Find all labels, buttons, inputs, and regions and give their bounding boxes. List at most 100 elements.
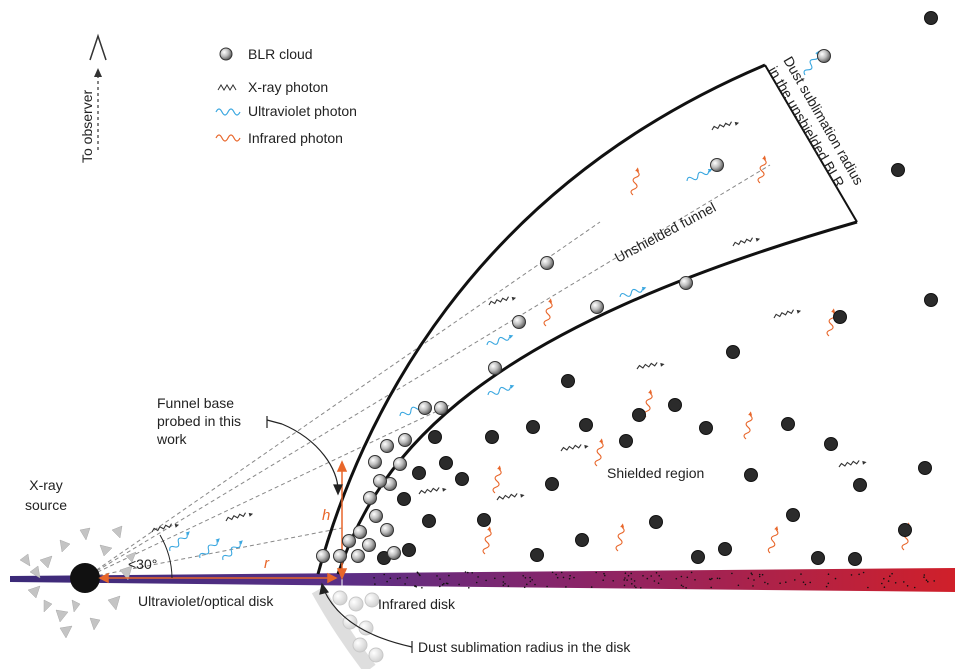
- disk-speck: [785, 581, 787, 583]
- blr-cloud: [353, 525, 367, 539]
- blr-cloud: [781, 417, 795, 431]
- blr-cloud: [726, 345, 740, 359]
- disk-speck: [633, 585, 636, 587]
- disk-speck: [404, 583, 406, 585]
- disk-speck: [441, 583, 444, 586]
- legend-cloud-icon: [219, 47, 233, 61]
- ir-photon: [757, 155, 767, 184]
- disk-speck: [624, 572, 627, 574]
- r-label: r: [264, 555, 270, 572]
- disk-speck: [867, 586, 869, 589]
- disk-speck: [923, 574, 926, 576]
- blr-cloud: [512, 315, 526, 329]
- disk-speck: [716, 577, 719, 580]
- disk-speck: [933, 580, 935, 582]
- disk-speck: [546, 585, 548, 588]
- angle-label: <30°: [128, 556, 157, 572]
- uv-photon: [619, 286, 647, 298]
- disk-speck: [794, 579, 796, 581]
- blr-cloud: [545, 477, 559, 491]
- legend-ir-icon: [215, 134, 241, 142]
- disk-speck: [568, 577, 571, 580]
- xray-photon: [151, 523, 180, 533]
- xray-photon: [560, 444, 589, 452]
- disk-speck: [889, 575, 891, 577]
- disk-speck: [883, 586, 886, 588]
- blr-cloud: [393, 457, 407, 471]
- dust-disk-pointer: [319, 582, 413, 653]
- blr-cloud: [898, 523, 912, 537]
- disk-speck: [709, 578, 712, 581]
- disk-speck: [650, 575, 652, 577]
- xray-source-label-line1: X-ray: [29, 477, 62, 493]
- blr-cloud: [891, 163, 905, 177]
- disk-speck: [560, 571, 563, 574]
- disk-speck: [690, 571, 693, 574]
- blr-cloud: [368, 455, 382, 469]
- xray-photon: [838, 460, 867, 468]
- blr-cloud: [590, 300, 604, 314]
- blr-cloud: [649, 515, 663, 529]
- disk-speck: [747, 577, 750, 580]
- legend-blr-cloud: BLR cloud: [248, 46, 313, 62]
- xray-photon: [636, 362, 665, 370]
- to-observer-label: To observer: [79, 90, 95, 163]
- disk-speck: [627, 574, 630, 577]
- disk-speck: [858, 573, 860, 576]
- disk-speck: [752, 585, 754, 587]
- legend-xray-icon: [217, 84, 237, 91]
- xray-photon: [732, 237, 761, 247]
- disk-speck: [623, 584, 626, 587]
- disk-speck: [421, 587, 423, 589]
- disk-speck: [694, 579, 696, 581]
- xray-photon: [773, 309, 802, 319]
- disk-speck: [399, 577, 401, 579]
- blr-cloud: [579, 418, 593, 432]
- disk-speck: [850, 574, 853, 576]
- blr-cloud: [412, 466, 426, 480]
- blr-cloud: [924, 11, 938, 25]
- disk-speck: [737, 584, 740, 587]
- blr-cloud: [824, 437, 838, 451]
- uv-photon: [487, 384, 515, 396]
- blr-cloud: [632, 408, 646, 422]
- legend: BLR cloud X-ray photon Ultraviolet photo…: [215, 46, 357, 146]
- disk-speck: [590, 586, 593, 588]
- disk-speck: [731, 572, 733, 575]
- ir-photon: [543, 298, 553, 327]
- disk-speck: [485, 579, 487, 582]
- disk-speck: [524, 577, 527, 579]
- ir-photon: [767, 525, 779, 554]
- disk-speck: [522, 575, 524, 577]
- disk-speck: [682, 585, 684, 588]
- disk-speck: [881, 582, 883, 585]
- disk-speck: [602, 579, 604, 581]
- disk-speck: [718, 577, 721, 580]
- photons: [151, 50, 911, 561]
- disk-speck: [635, 586, 637, 589]
- disk-speck: [800, 573, 802, 575]
- disk-speck: [551, 571, 554, 574]
- disk-speck: [529, 580, 532, 583]
- xray-source-label-line2: source: [25, 497, 67, 513]
- disk-speck: [657, 582, 660, 584]
- disk-speck: [887, 580, 890, 582]
- disk-speck: [655, 572, 658, 574]
- disk-speck: [471, 572, 474, 574]
- blr-cloud: [422, 514, 436, 528]
- disk-speck: [925, 579, 928, 581]
- disk-speck: [758, 575, 761, 578]
- disk-speck: [415, 586, 418, 588]
- disk-speck: [569, 574, 571, 577]
- disk-speck: [923, 576, 925, 578]
- xray-photon: [488, 296, 517, 306]
- funnel-top-cap: [764, 64, 858, 223]
- disk-speck: [827, 573, 830, 575]
- disk-speck: [445, 582, 448, 585]
- disk-speck: [374, 583, 376, 585]
- blr-cloud: [418, 401, 432, 415]
- xray-photon: [496, 493, 525, 501]
- blr-clouds: [316, 11, 938, 566]
- ir-photon: [492, 465, 502, 494]
- disk-speck: [903, 581, 905, 583]
